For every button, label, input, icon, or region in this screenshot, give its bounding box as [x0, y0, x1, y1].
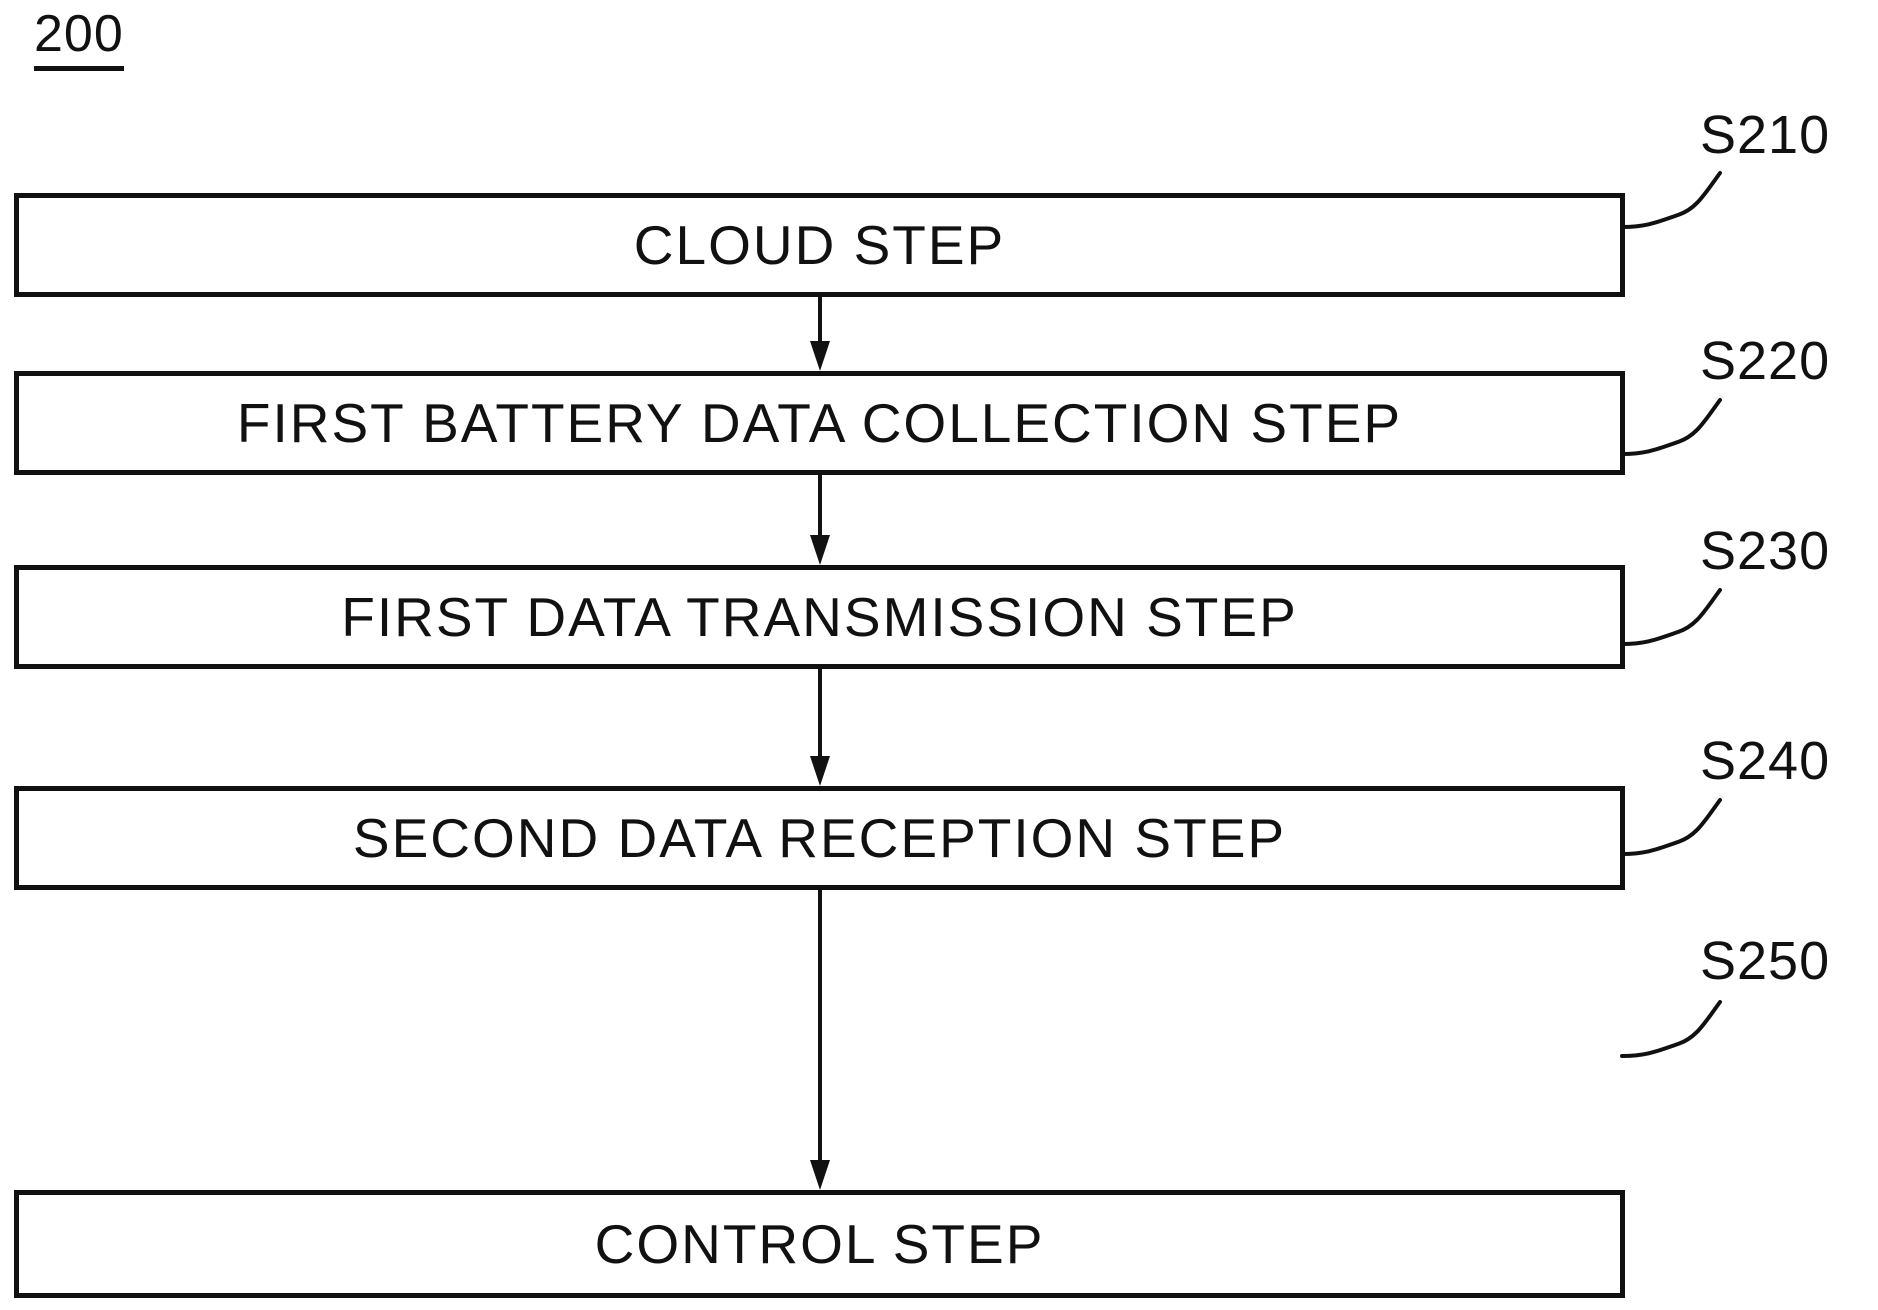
flow-step-box-s250[interactable]: CONTROL STEP — [14, 1190, 1625, 1298]
step-reference-s210: S210 — [1700, 105, 1831, 165]
arrowhead-down-icon — [810, 1160, 830, 1190]
leader-line-s250 — [1620, 994, 1740, 1064]
flow-step-label-s240: SECOND DATA RECEPTION STEP — [352, 807, 1287, 869]
leader-line-s230 — [1620, 582, 1740, 652]
flow-step-label-s210: CLOUD STEP — [633, 214, 1006, 276]
flow-connector-s230-s240 — [810, 669, 830, 786]
leader-line-s220 — [1620, 392, 1740, 462]
flow-step-box-s240[interactable]: SECOND DATA RECEPTION STEP — [14, 786, 1625, 890]
flow-connector-s220-s230 — [810, 475, 830, 565]
step-reference-s220: S220 — [1700, 331, 1831, 391]
flow-step-box-s210[interactable]: CLOUD STEP — [14, 193, 1625, 297]
leader-line-s240 — [1620, 792, 1740, 862]
connector-shaft — [818, 669, 822, 758]
connector-shaft — [818, 475, 822, 537]
flow-step-label-s250: CONTROL STEP — [594, 1213, 1045, 1275]
arrowhead-down-icon — [810, 756, 830, 786]
step-reference-s250: S250 — [1700, 931, 1831, 991]
connector-shaft — [818, 297, 822, 345]
figure-number: 200 — [34, 8, 124, 71]
flow-step-box-s220[interactable]: FIRST BATTERY DATA COLLECTION STEP — [14, 371, 1625, 475]
step-reference-s230: S230 — [1700, 521, 1831, 581]
flow-step-label-s220: FIRST BATTERY DATA COLLECTION STEP — [236, 392, 1403, 454]
flow-step-box-s230[interactable]: FIRST DATA TRANSMISSION STEP — [14, 565, 1625, 669]
leader-line-s210 — [1620, 165, 1740, 235]
flow-connector-s240-s250 — [810, 890, 830, 1190]
step-reference-s240: S240 — [1700, 731, 1831, 791]
arrowhead-down-icon — [810, 535, 830, 565]
flow-step-label-s230: FIRST DATA TRANSMISSION STEP — [341, 586, 1298, 648]
flow-connector-s210-s220 — [810, 297, 830, 371]
connector-shaft — [818, 890, 822, 1162]
arrowhead-down-icon — [810, 341, 830, 371]
